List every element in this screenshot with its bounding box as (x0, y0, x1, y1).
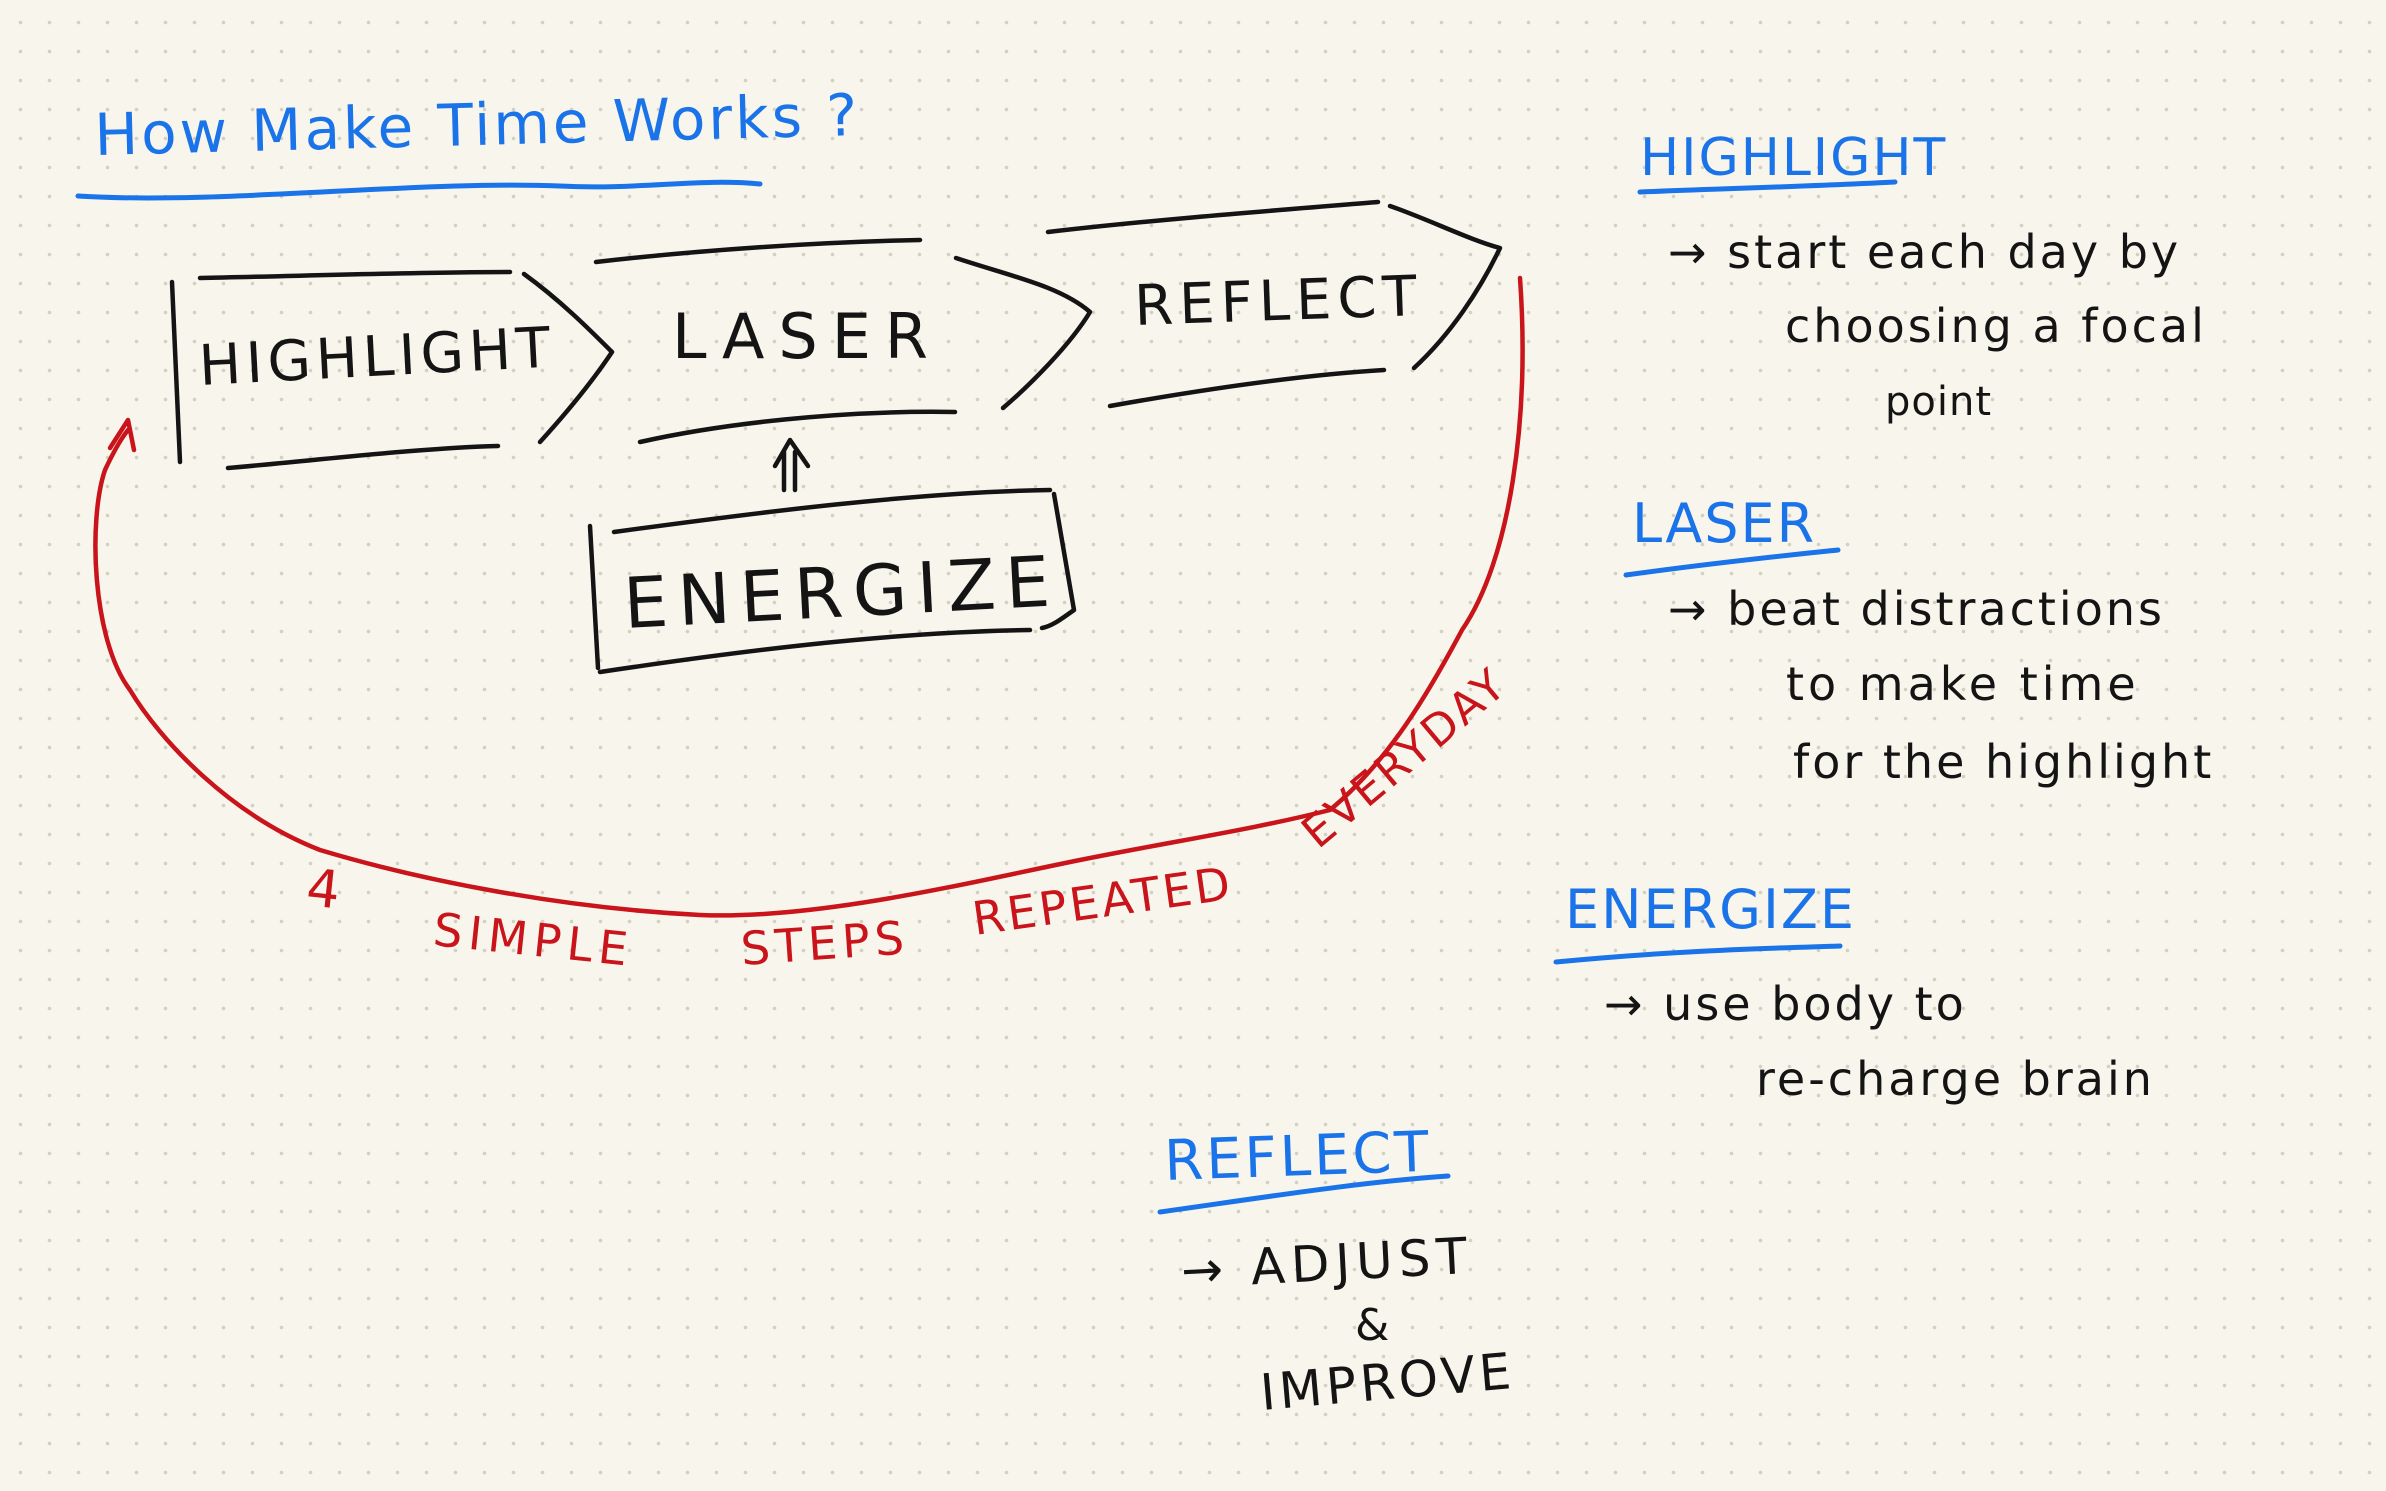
note-line: point (1885, 379, 1992, 425)
note-heading-laser: LASER (1632, 492, 1816, 555)
page-title: How Make Time Works ? (94, 81, 861, 169)
step-label-reflect: REFLECT (1133, 264, 1423, 339)
note-line: & (1355, 1300, 1389, 1351)
loop-label-steps: STEPS (739, 910, 911, 976)
loop-label-repeated: REPEATED (969, 856, 1236, 946)
note-underline-laser (1623, 547, 1841, 578)
loop-label-count: 4 (304, 858, 343, 921)
repeat-loop-arrow (93, 275, 1525, 918)
repeat-loop (93, 275, 1525, 918)
loop-label-simple: SIMPLE (431, 902, 636, 977)
note-line: → beat distractions (1668, 582, 2165, 636)
title-group: How Make Time Works ? (75, 81, 861, 201)
energize-to-laser-arrow (772, 437, 811, 493)
step-box-reflect (1045, 199, 1503, 409)
note-line: choosing a focal (1785, 299, 2207, 353)
step-box-laser (593, 237, 1093, 445)
flow-diagram (169, 199, 1503, 675)
note-heading-energize: ENERGIZE (1565, 878, 1856, 941)
note-line: → start each day by (1668, 225, 2181, 279)
note-underline-energize (1553, 943, 1843, 965)
title-underline (75, 179, 763, 201)
step-label-laser: LASER (672, 300, 942, 373)
note-reflect: REFLECT → ADJUST & IMPROVE (1157, 1120, 1517, 1422)
step-box-highlight (169, 269, 615, 471)
note-line: IMPROVE (1258, 1342, 1517, 1422)
note-underline-reflect (1157, 1173, 1451, 1215)
note-laser: LASER → beat distractions to make time f… (1623, 492, 2214, 789)
step-label-highlight: HIGHLIGHT (197, 315, 556, 399)
note-highlight: HIGHLIGHT → start each day by choosing a… (1637, 128, 2207, 425)
note-line: to make time (1786, 657, 2140, 711)
step-box-energize (587, 487, 1077, 675)
note-energize: ENERGIZE → use body to re-charge brain (1553, 878, 2155, 1106)
loop-label-everyday: EVERYDAY (1292, 658, 1517, 858)
note-line: → use body to (1604, 977, 1967, 1031)
note-underline-highlight (1637, 179, 1898, 195)
note-line: for the highlight (1793, 735, 2214, 789)
note-line: → ADJUST (1180, 1227, 1475, 1300)
note-line: re-charge brain (1756, 1052, 2155, 1106)
note-heading-highlight: HIGHLIGHT (1640, 128, 1947, 188)
loop-arrowhead-icon (107, 417, 137, 453)
